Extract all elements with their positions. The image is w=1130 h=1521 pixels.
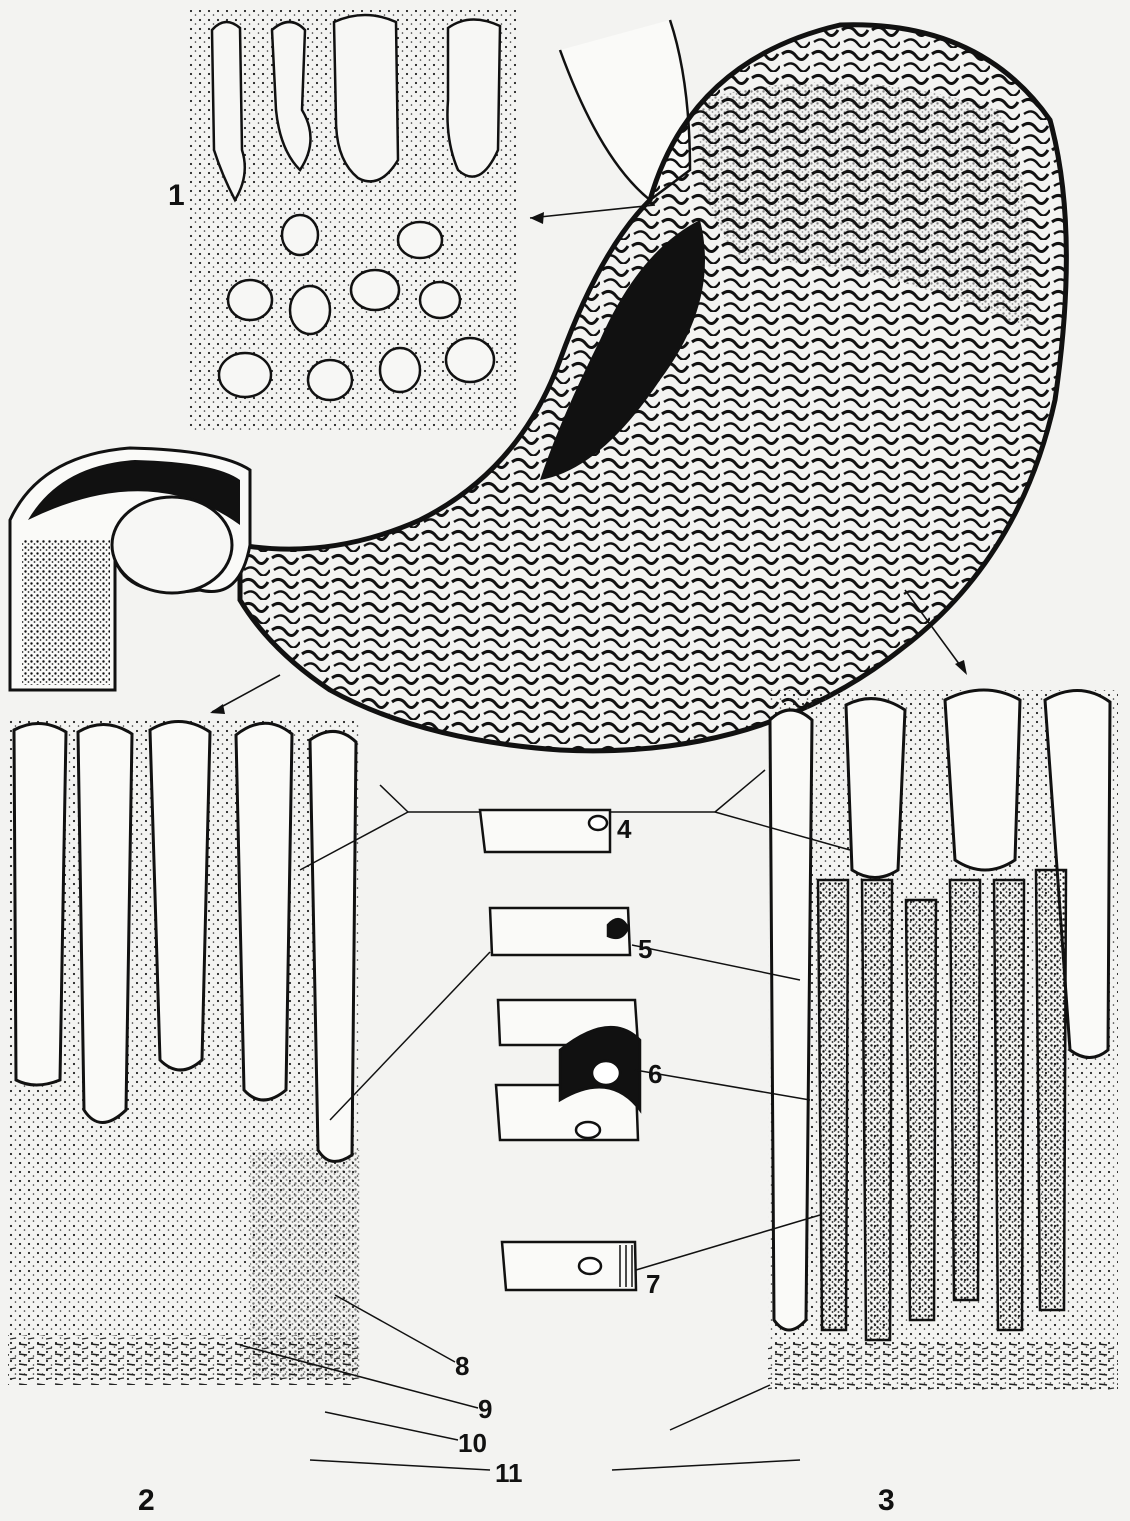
cell-nucleus [592,1061,620,1085]
callout-10: 10 [458,1428,487,1458]
cell-nucleus [589,816,607,830]
callout-7: 7 [646,1269,660,1299]
intestinal-mucosa-inset [768,690,1118,1390]
arrowhead-icon [210,704,225,714]
cell-types [480,810,640,1290]
fundic-gland-inset [188,10,516,430]
cell-nucleus [608,919,628,938]
arrowhead-icon [955,660,967,675]
callout-5: 5 [638,934,652,964]
callout-8: 8 [455,1351,469,1381]
panel-label-3: 3 [878,1484,895,1517]
stomach-organ [10,20,1066,751]
arrowhead-icon [530,212,544,224]
callout-9: 9 [478,1394,492,1424]
pyloric-mucosa-inset [8,720,360,1385]
callout-6: 6 [648,1059,662,1089]
callout-4: 4 [617,814,632,844]
cell-nucleus [576,1122,600,1138]
panel-label-2: 2 [138,1484,155,1517]
callout-11: 11 [495,1458,523,1488]
cell-nucleus [579,1258,601,1274]
cell-4 [480,810,610,852]
cell-7 [502,1242,636,1290]
panel-label-1: 1 [168,179,185,212]
